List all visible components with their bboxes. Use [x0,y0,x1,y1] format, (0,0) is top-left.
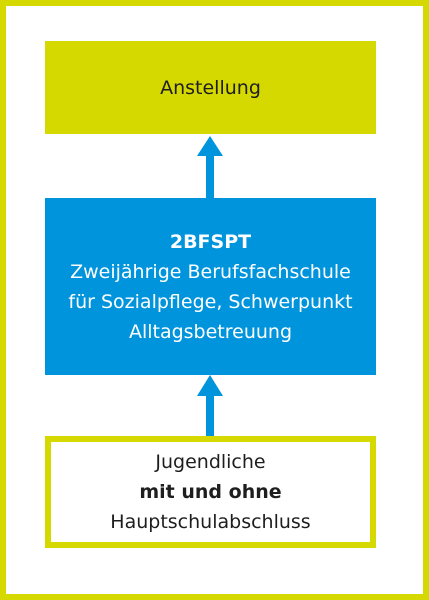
node-2bfspt-line3: Alltagsbetreuung [128,320,293,343]
node-jugendliche: Jugendliche mit und ohne Hauptschulabsch… [45,436,376,548]
arrow-middle-to-top-icon [197,136,223,198]
node-jugendliche-line3: Hauptschulabschluss [110,511,311,533]
arrow-middle-to-top [197,136,223,198]
node-jugendliche-line2: mit und ohne [139,481,282,503]
node-anstellung: Anstellung [45,41,376,134]
arrow-bottom-to-middle-icon [197,375,223,436]
node-anstellung-label: Anstellung [160,76,261,99]
node-2bfspt-line1: Zweijährige Berufsfachschule [70,260,351,283]
arrow-bottom-to-middle [197,375,223,436]
node-2bfspt: 2BFSPT Zweijährige Berufsfachschule für … [45,198,376,375]
node-2bfspt-code: 2BFSPT [169,230,252,253]
node-jugendliche-line1: Jugendliche [155,451,266,473]
node-2bfspt-line2: für Sozialpflege, Schwerpunkt [68,290,353,313]
